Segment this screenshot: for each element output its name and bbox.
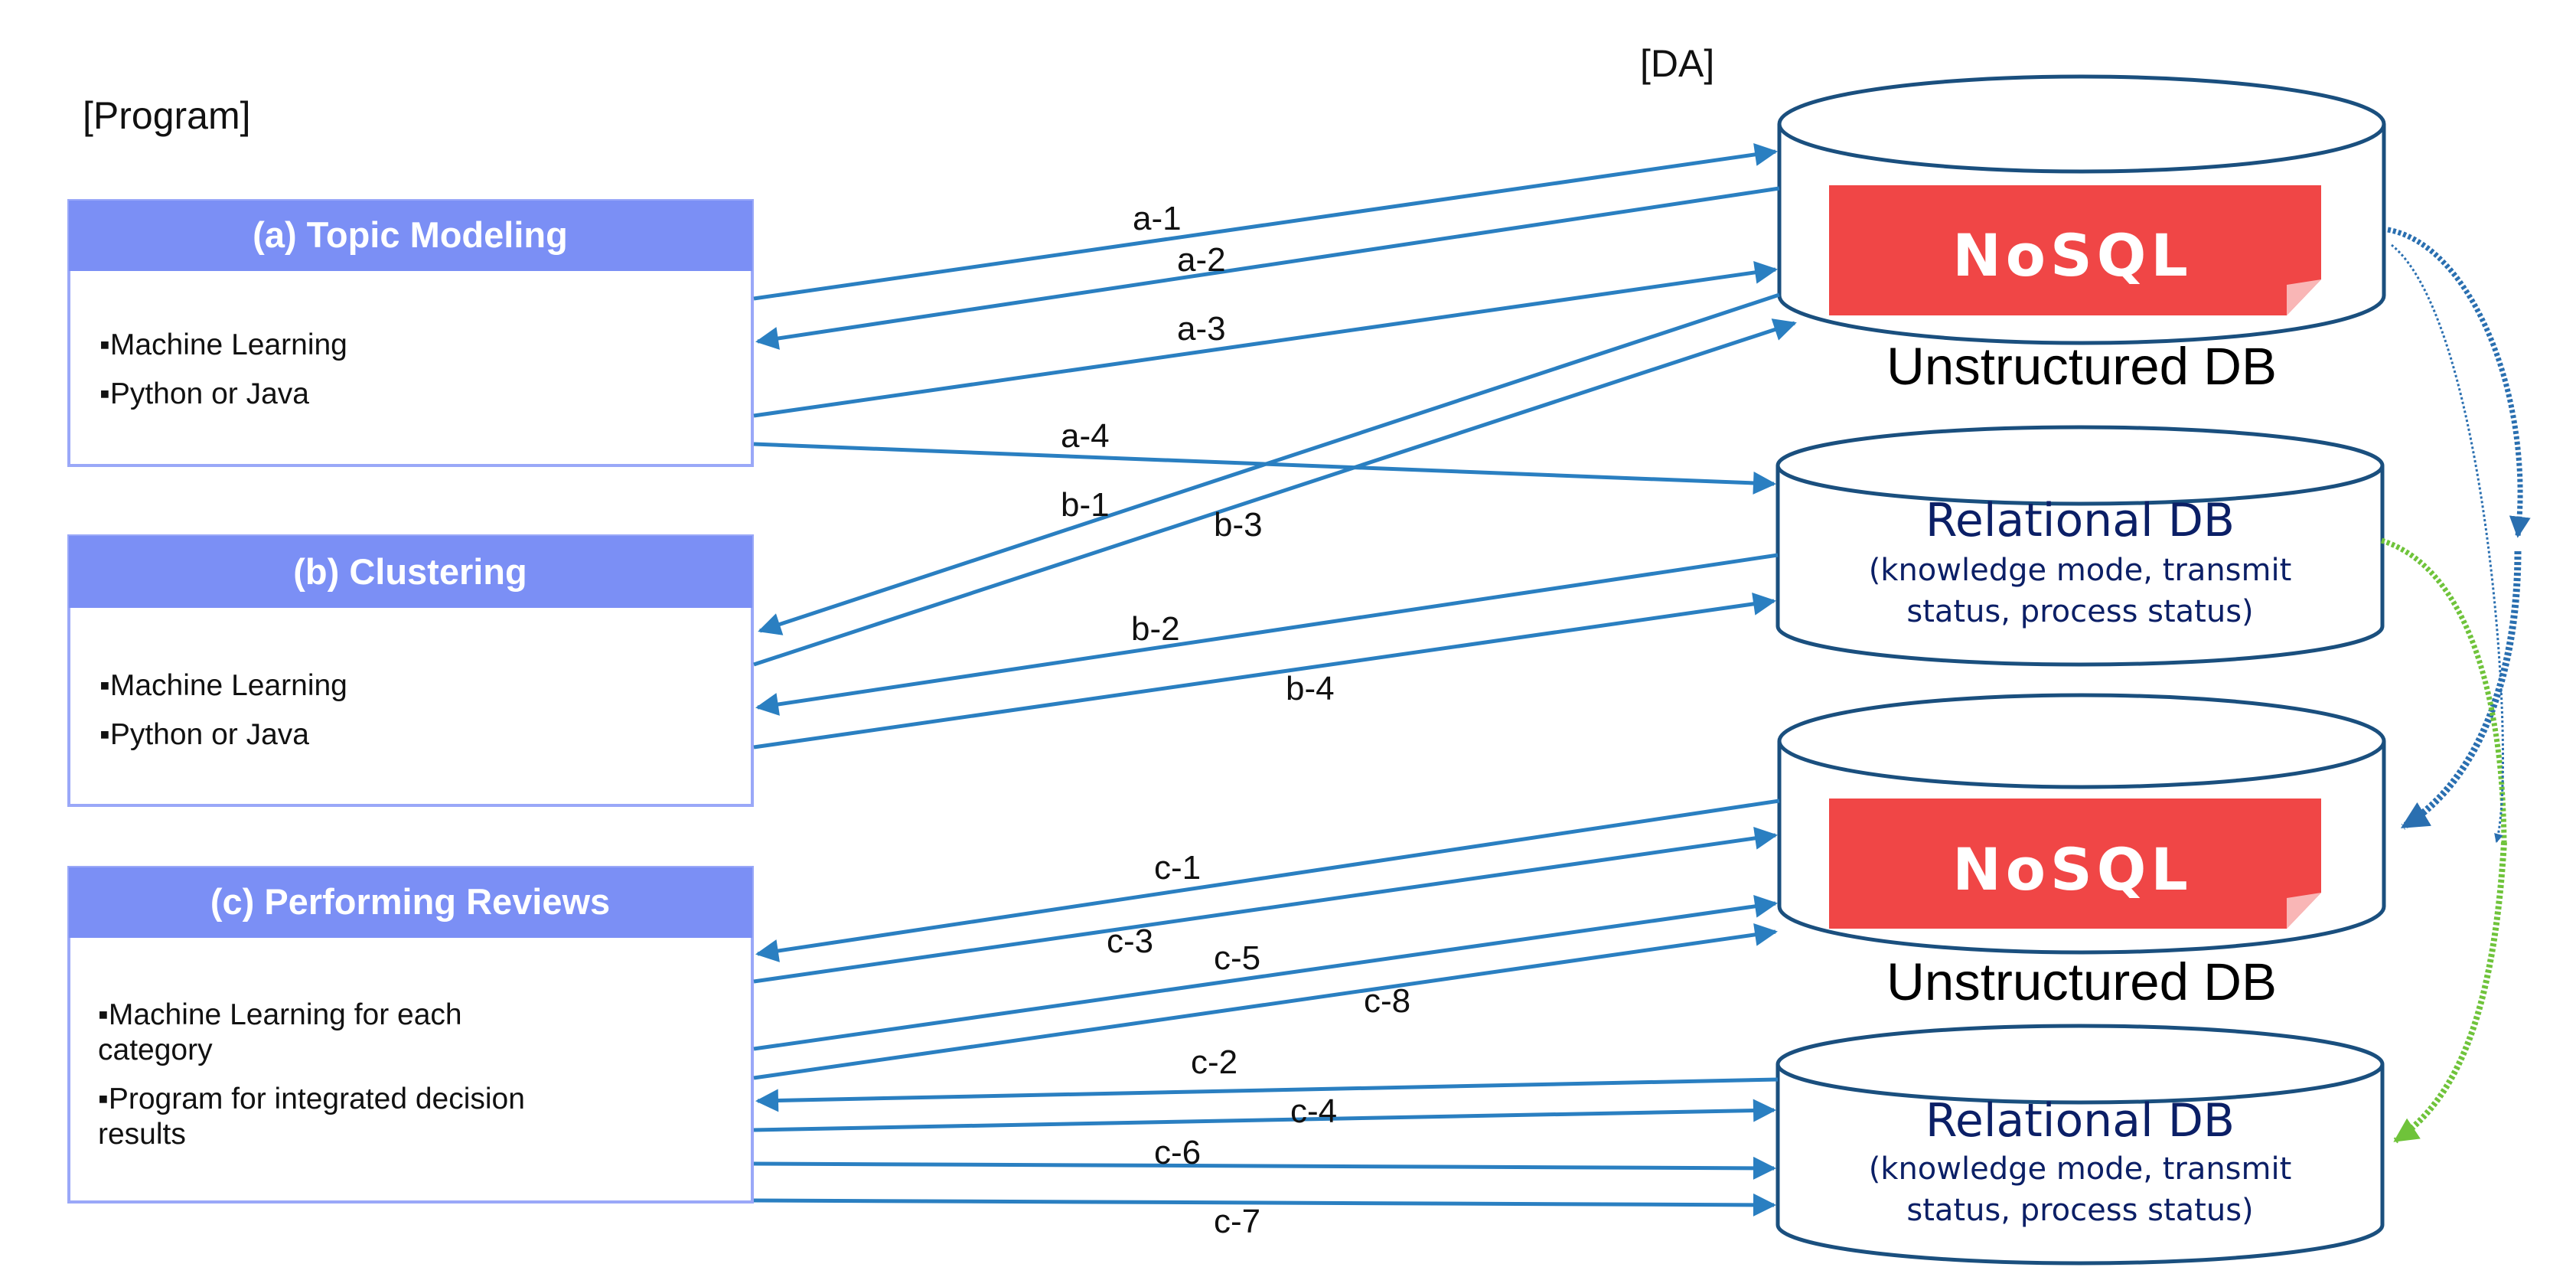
arrow-b-1 — [758, 292, 1780, 635]
database-relational-2: Relational DB (knowledge mode, transmit … — [1775, 1024, 2385, 1266]
arrow-a-3 — [753, 260, 1778, 418]
da-section-header: [DA] — [1640, 42, 1714, 85]
program-title: (c) Performing Reviews — [210, 881, 610, 922]
nosql-logo-text: NoSQL — [1952, 835, 2193, 903]
program-bullet: ▪Machine Learning for each — [98, 998, 462, 1031]
arrow-label: b-4 — [1286, 670, 1335, 707]
flow-arrows — [753, 142, 1797, 1217]
program-bullet: ▪Python or Java — [99, 377, 309, 410]
arrow-label: a-1 — [1133, 200, 1182, 237]
database-unstructured-2: NoSQL Unstructured DB — [1777, 693, 2386, 1011]
db-title: Relational DB — [1925, 494, 2235, 547]
arrow-label: b-2 — [1131, 610, 1180, 648]
program-box-performing-reviews: (c) Performing Reviews ▪Machine Learning… — [67, 866, 754, 1204]
database-unstructured-1: NoSQL Unstructured DB — [1777, 74, 2386, 396]
sync-arrow-blue — [2391, 243, 2505, 844]
program-section-header: [Program] — [83, 94, 251, 137]
arrow-label: c-4 — [1290, 1092, 1337, 1130]
db-caption: Unstructured DB — [1886, 952, 2277, 1011]
arrow-a-1 — [753, 142, 1778, 301]
sync-arrow-green — [2393, 841, 2507, 1144]
arrow-label: c-1 — [1154, 849, 1201, 887]
arrow-b-3 — [753, 318, 1797, 667]
program-title: (a) Topic Modeling — [253, 214, 568, 255]
arrow-label: c-7 — [1214, 1203, 1260, 1240]
arrow-c-6 — [753, 1156, 1776, 1180]
arrow-c-4 — [753, 1099, 1776, 1132]
program-bullet: ▪Program for integrated decision — [98, 1083, 525, 1115]
sync-arrow-blue — [2387, 227, 2531, 538]
arrow-label: c-8 — [1364, 982, 1410, 1020]
db-caption: Unstructured DB — [1886, 337, 2277, 396]
db-subtitle-line: (knowledge mode, transmit — [1869, 553, 2292, 588]
arrow-a-2 — [755, 186, 1780, 350]
arrow-c-1 — [755, 799, 1780, 962]
db-sync-arrows — [2380, 227, 2531, 1144]
arrow-c-7 — [753, 1193, 1776, 1217]
arrow-c-5 — [753, 894, 1778, 1051]
program-title: (b) Clustering — [293, 551, 527, 592]
arrow-label: b-1 — [1061, 486, 1110, 524]
arrow-label: c-3 — [1107, 923, 1153, 960]
program-bullet: ▪Python or Java — [99, 718, 309, 751]
db-title: Relational DB — [1925, 1094, 2235, 1148]
arrow-b-2 — [755, 553, 1779, 716]
arrow-label: b-3 — [1214, 506, 1263, 544]
sync-arrow-green — [2380, 537, 2507, 843]
program-bullet: results — [98, 1118, 186, 1151]
program-bullet: category — [98, 1034, 213, 1066]
db-subtitle-line: status, process status) — [1906, 594, 2253, 629]
arrow-label: c-6 — [1154, 1134, 1201, 1171]
arrow-labels: a-1 a-2 a-3 a-4 b-1 b-3 b-2 b-4 c-1 c-3 … — [1061, 200, 1410, 1240]
nosql-logo-text: NoSQL — [1952, 221, 2193, 289]
db-subtitle-line: (knowledge mode, transmit — [1869, 1151, 2292, 1187]
nosql-logo: NoSQL — [1829, 185, 2321, 315]
program-box-clustering: (b) Clustering ▪Machine Learning ▪Python… — [67, 534, 754, 807]
arrow-label: a-4 — [1061, 417, 1110, 455]
arrow-c-3 — [753, 826, 1778, 984]
arrow-c-8 — [753, 923, 1778, 1080]
arrow-label: c-5 — [1214, 939, 1260, 977]
program-box-topic-modeling: (a) Topic Modeling ▪Machine Learning ▪Py… — [67, 199, 754, 467]
arrow-label: a-3 — [1177, 310, 1226, 348]
nosql-logo: NoSQL — [1829, 799, 2321, 929]
arrow-label: c-2 — [1191, 1043, 1237, 1081]
arrow-b-4 — [753, 592, 1776, 750]
program-bullet: ▪Machine Learning — [99, 328, 347, 361]
database-relational-1: Relational DB (knowledge mode, transmit … — [1775, 425, 2385, 667]
program-bullet: ▪Machine Learning — [99, 669, 347, 702]
arrow-label: a-2 — [1177, 241, 1226, 279]
db-subtitle-line: status, process status) — [1906, 1193, 2253, 1228]
sync-arrow-blue — [2400, 550, 2522, 830]
arrow-c-2 — [755, 1077, 1779, 1112]
